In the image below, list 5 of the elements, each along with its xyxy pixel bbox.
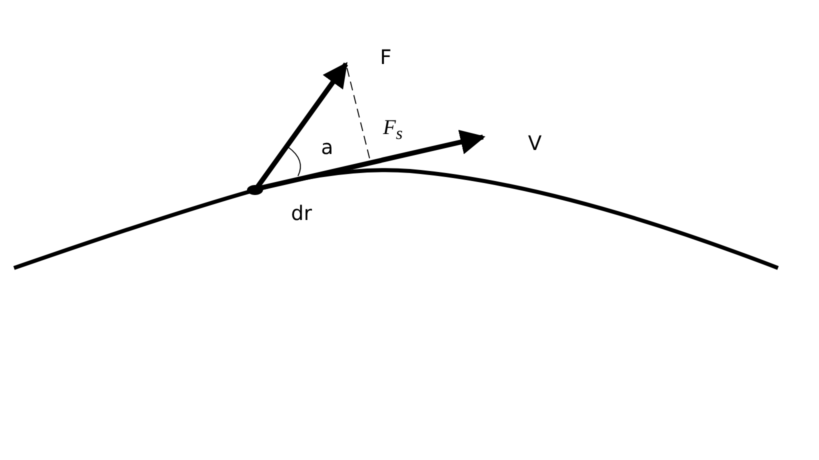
vector-label: V (528, 133, 542, 153)
angle-label: a (321, 137, 334, 157)
vector-label: F (380, 47, 392, 67)
displacement-label: dr (291, 203, 312, 223)
vector-label: F$_{s}$ (383, 117, 403, 143)
